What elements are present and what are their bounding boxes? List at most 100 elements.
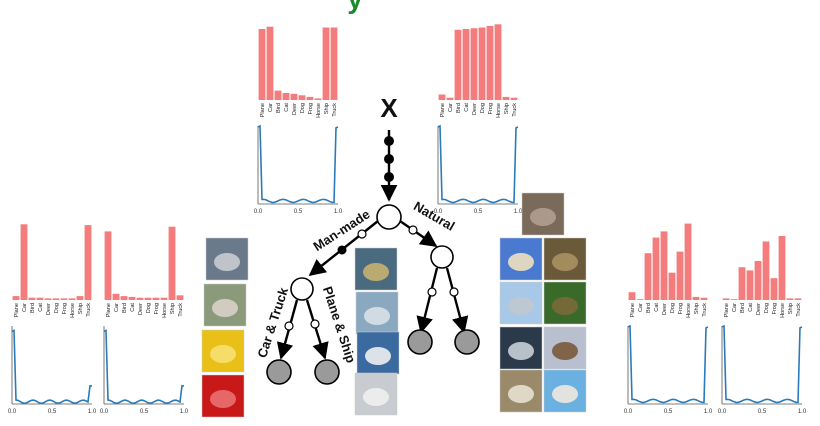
category-label: Deer	[292, 103, 298, 115]
bar	[104, 231, 112, 300]
density-curve	[103, 329, 185, 405]
category-label: Cat	[748, 303, 754, 312]
leaf-car-truck-a	[266, 359, 292, 385]
category-label: Car	[732, 303, 738, 312]
bar	[446, 97, 454, 100]
chain-dot	[284, 321, 294, 331]
category-label: Car	[448, 103, 454, 112]
bar	[144, 297, 152, 300]
chain-dot	[384, 154, 394, 164]
category-label: Car	[22, 303, 28, 312]
category-label: Frog	[678, 303, 684, 315]
category-label: Horse	[780, 303, 786, 318]
category-label: Truck	[86, 303, 92, 317]
chain-dot	[384, 172, 394, 182]
title-fragment: y	[347, 0, 363, 14]
bar	[700, 297, 708, 300]
truck-thumbnail	[205, 237, 249, 281]
density-tick-label: 1.0	[334, 209, 343, 215]
bar	[438, 94, 446, 100]
density-tick-label: 0.0	[434, 209, 443, 215]
bar	[84, 225, 92, 300]
category-label: Bird	[456, 103, 462, 113]
dog-thumbnail	[499, 237, 543, 281]
bar	[628, 292, 636, 300]
bar	[306, 96, 314, 100]
category-label: Dog	[300, 103, 306, 113]
category-label: Deer	[472, 103, 478, 115]
category-label: Dog	[480, 103, 486, 113]
chain-dot	[384, 136, 394, 146]
density-tick-label: 0.0	[100, 409, 109, 415]
density-curve	[627, 324, 709, 404]
tow-truck-thumbnail	[203, 283, 247, 327]
density-curve	[437, 124, 519, 204]
density-curve	[257, 124, 339, 204]
bar	[330, 27, 338, 100]
category-label: Plane	[630, 303, 636, 317]
bar	[486, 25, 494, 100]
density-tick-label: 0.5	[140, 409, 149, 415]
bar	[290, 93, 298, 100]
category-label: Bird	[122, 303, 128, 313]
category-label: Horse	[316, 103, 322, 118]
category-label: Deer	[46, 303, 52, 315]
yacht-thumbnail	[356, 331, 400, 375]
bar	[754, 261, 762, 300]
edge-label-car-truck: Car & Truck	[254, 285, 291, 360]
category-label: Car	[268, 103, 274, 112]
bar	[786, 298, 794, 300]
root-label: X	[380, 93, 398, 123]
white-horse-thumbnail	[543, 369, 587, 413]
bar	[44, 298, 52, 300]
chain-dot	[408, 225, 418, 235]
red-car-thumbnail	[201, 374, 245, 418]
category-label: Truck	[332, 103, 338, 117]
bar	[470, 28, 478, 101]
bar	[12, 296, 20, 300]
bar	[128, 296, 136, 300]
category-label: Horse	[162, 303, 168, 318]
density-tick-label: 0.5	[294, 209, 303, 215]
bar	[676, 251, 684, 300]
density-tick-label: 0.5	[758, 409, 767, 415]
bar	[502, 96, 510, 100]
bar	[692, 296, 700, 300]
category-label: Dog	[54, 303, 60, 313]
density-tick-label: 1.0	[514, 209, 523, 215]
edge-plane-ship	[305, 299, 329, 360]
chain-dot	[337, 245, 347, 255]
frog-thumbnail	[543, 237, 587, 281]
leaf-car-truck-b	[314, 359, 340, 385]
bar	[68, 298, 76, 300]
jet-thumbnail	[355, 291, 399, 335]
density-tick-label: 0.5	[48, 409, 57, 415]
bar	[478, 27, 486, 100]
density-tick-label: 1.0	[798, 409, 807, 415]
horse-thumbnail	[543, 326, 587, 370]
bar	[28, 297, 36, 300]
category-label: Dog	[670, 303, 676, 313]
bar	[20, 224, 28, 300]
bar	[322, 27, 330, 100]
edge-dots	[284, 136, 459, 331]
bar	[298, 95, 306, 100]
category-label: Ship	[788, 303, 794, 314]
bar	[282, 93, 290, 100]
density-tick-label: 1.0	[180, 409, 189, 415]
bar	[120, 296, 128, 300]
bar	[462, 29, 470, 100]
chain-dot	[357, 229, 367, 239]
bar	[258, 29, 266, 100]
density-tick-label: 0.5	[664, 409, 673, 415]
bar	[314, 98, 322, 100]
category-label: Car	[114, 303, 120, 312]
category-label: Plane	[724, 303, 730, 317]
boat-thumbnail	[354, 247, 398, 291]
bar	[60, 298, 68, 300]
airplane-thumbnail	[354, 372, 398, 416]
density-tick-label: 0.5	[474, 209, 483, 215]
